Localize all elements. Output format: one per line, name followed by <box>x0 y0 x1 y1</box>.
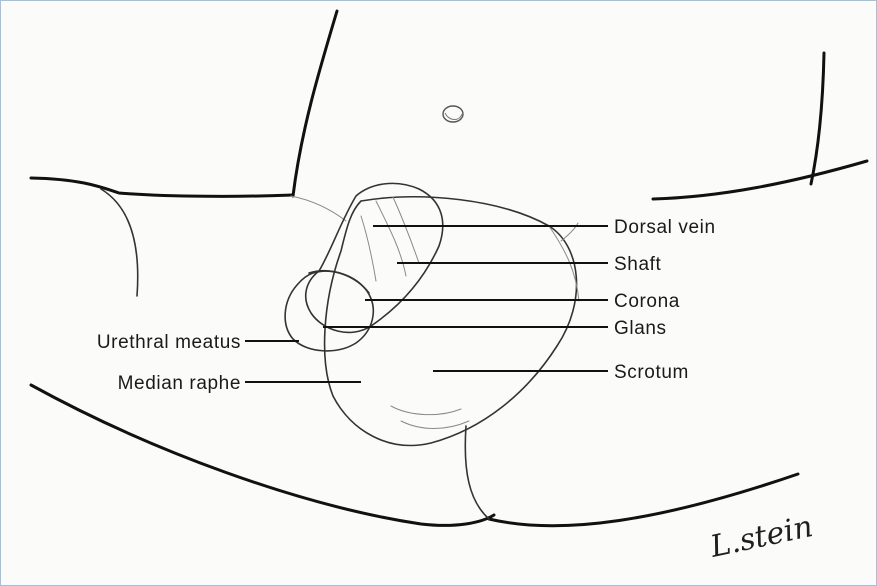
thigh-right-lower-contour <box>489 474 798 526</box>
urethral-meatus-label: Urethral meatus <box>97 332 241 353</box>
thigh-left-upper-contour <box>31 178 293 196</box>
thigh-left-lower-contour <box>31 385 494 525</box>
scrotum-shape <box>325 197 579 446</box>
thigh-inner-crease <box>465 426 489 519</box>
shaft-label: Shaft <box>614 254 661 275</box>
groin-right-contour <box>653 161 867 199</box>
abdomen-left-contour <box>293 11 337 196</box>
scrotum-label: Scrotum <box>614 362 689 383</box>
left-inguinal-line <box>291 196 346 221</box>
artist-signature: L.stein <box>706 509 816 565</box>
glans-shape <box>285 271 373 351</box>
glans-label: Glans <box>614 318 667 339</box>
navel-icon <box>443 106 463 122</box>
left-hip-curve <box>101 189 138 296</box>
dorsal-vein-label: Dorsal vein <box>614 217 716 238</box>
median-raphe-label: Median raphe <box>118 373 241 394</box>
corona-label: Corona <box>614 291 680 312</box>
abdomen-right-contour <box>811 53 824 184</box>
